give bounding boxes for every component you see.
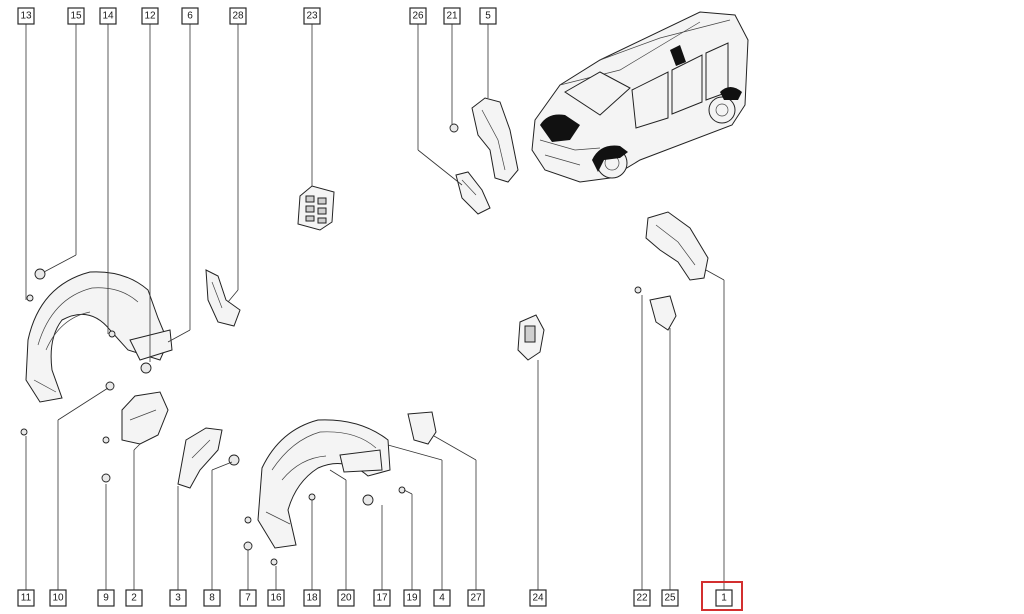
callout-16[interactable]: 16 (267, 589, 285, 607)
svg-text:13: 13 (20, 11, 32, 22)
callout-19[interactable]: 19 (403, 589, 421, 607)
callout-25[interactable]: 25 (661, 589, 679, 607)
svg-text:14: 14 (102, 11, 114, 22)
callout-18[interactable]: 18 (303, 589, 321, 607)
svg-text:27: 27 (470, 593, 482, 604)
callout-2[interactable]: 2 (125, 589, 143, 607)
front-right-liner-part (243, 419, 406, 566)
svg-text:20: 20 (340, 593, 352, 604)
leader-lines (25, 24, 725, 590)
callout-20[interactable]: 20 (337, 589, 355, 607)
svg-text:4: 4 (439, 593, 445, 604)
callout-6[interactable]: 6 (181, 7, 199, 25)
callout-14[interactable]: 14 (99, 7, 117, 25)
svg-text:2: 2 (131, 593, 137, 604)
callouts-bottom-row: 11 10 9 2 3 8 7 16 18 20 17 19 4 27 24 2… (17, 581, 743, 611)
callout-24[interactable]: 24 (529, 589, 547, 607)
callout-21[interactable]: 21 (443, 7, 461, 25)
callout-4[interactable]: 4 (433, 589, 451, 607)
callout-23[interactable]: 23 (303, 7, 321, 25)
svg-text:6: 6 (187, 11, 193, 22)
callout-15[interactable]: 15 (67, 7, 85, 25)
callout-8[interactable]: 8 (203, 589, 221, 607)
front-left-liner-part (20, 268, 173, 436)
svg-text:26: 26 (412, 11, 424, 22)
callout-5[interactable]: 5 (479, 7, 497, 25)
svg-text:28: 28 (232, 11, 244, 22)
callout-3[interactable]: 3 (169, 589, 187, 607)
vent-grille-part (297, 185, 335, 231)
callout-9[interactable]: 9 (97, 589, 115, 607)
callout-12[interactable]: 12 (141, 7, 159, 25)
side-bracket-part (177, 427, 240, 489)
svg-text:18: 18 (306, 593, 318, 604)
svg-text:7: 7 (245, 593, 251, 604)
svg-text:25: 25 (664, 593, 676, 604)
callout-11[interactable]: 11 (17, 589, 35, 607)
callout-13[interactable]: 13 (17, 7, 35, 25)
rear-upper-liner-part (449, 97, 519, 215)
front-deflector-part (101, 391, 169, 483)
callout-7[interactable]: 7 (239, 589, 257, 607)
svg-text:21: 21 (446, 11, 458, 22)
svg-text:16: 16 (270, 593, 282, 604)
bracket-part (517, 314, 545, 361)
svg-text:1: 1 (721, 593, 727, 604)
callout-26[interactable]: 26 (409, 7, 427, 25)
rear-wheel-arch-liner-part (634, 211, 709, 331)
svg-text:5: 5 (485, 11, 491, 22)
callout-1[interactable]: 1 (715, 589, 733, 607)
highlight-frame (701, 581, 743, 611)
svg-text:9: 9 (103, 593, 109, 604)
right-mud-flap-part (407, 411, 437, 445)
svg-text:8: 8 (209, 593, 215, 604)
svg-text:10: 10 (52, 593, 64, 604)
callout-27[interactable]: 27 (467, 589, 485, 607)
callouts-top-row: 13 15 14 12 6 28 23 26 21 5 (17, 7, 497, 25)
callout-22[interactable]: 22 (633, 589, 651, 607)
svg-text:15: 15 (70, 11, 82, 22)
svg-text:22: 22 (636, 593, 648, 604)
svg-text:3: 3 (175, 593, 181, 604)
svg-text:17: 17 (376, 593, 388, 604)
vehicle-illustration (531, 11, 749, 183)
front-mud-flap-part (205, 269, 241, 327)
svg-text:24: 24 (532, 593, 544, 604)
svg-text:12: 12 (144, 11, 156, 22)
svg-text:19: 19 (406, 593, 418, 604)
callout-28[interactable]: 28 (229, 7, 247, 25)
svg-text:11: 11 (21, 593, 32, 604)
callout-17[interactable]: 17 (373, 589, 391, 607)
callout-10[interactable]: 10 (49, 589, 67, 607)
svg-text:23: 23 (306, 11, 318, 22)
